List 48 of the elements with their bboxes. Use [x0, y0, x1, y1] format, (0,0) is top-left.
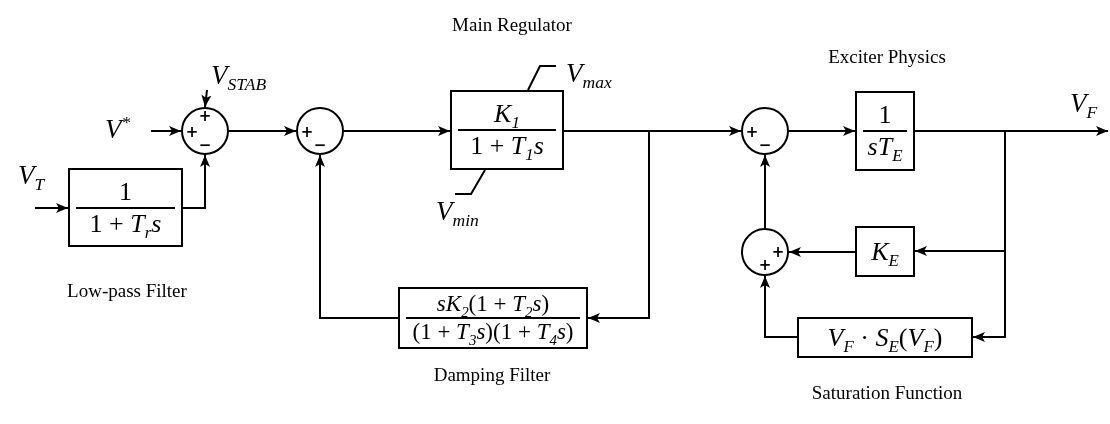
signal-arrow — [788, 247, 856, 257]
sign-label: + — [198, 108, 212, 124]
signal-arrow — [914, 130, 1006, 342]
signal-arrow — [182, 154, 210, 209]
formula: K$_{1}$ — [458, 99, 556, 131]
signal-arrow — [563, 130, 650, 323]
formula: K$_{E}$ — [870, 236, 900, 267]
signal-arrow — [760, 154, 770, 229]
formula: V$_{F}$ · S$_{E}$(V$_{F}$) — [826, 322, 944, 353]
summing-junction — [296, 107, 344, 155]
signal-label: V$^{*}$ — [105, 114, 151, 148]
signal-arrow — [34, 203, 69, 213]
formula: sK$_{2}$(1 + T$_{2}$s) — [406, 290, 580, 319]
formula: 1 + T$_{1}$s — [469, 131, 545, 161]
summing-junction — [741, 228, 789, 276]
sign-label: + — [758, 257, 772, 273]
signal-arrow — [760, 275, 798, 338]
summing-junction — [181, 107, 229, 155]
block-caption: Exciter Physics — [827, 46, 947, 68]
formula: (1 + T$_{3}$s)(1 + T$_{4}$s) — [411, 319, 575, 346]
signal-label: V$_{STAB}$ — [203, 60, 273, 90]
sign-label: + — [771, 244, 785, 260]
limit-label: V$_{max}$ — [566, 58, 612, 89]
summing-junction — [741, 107, 789, 155]
signal-arrow — [201, 89, 212, 108]
block-caption: Damping Filter — [432, 364, 552, 386]
signal-arrow — [788, 126, 856, 136]
block-caption: Low-pass Filter — [66, 280, 188, 302]
formula: 1 — [863, 100, 907, 132]
formula: 1 + T$_{r}$s — [88, 208, 163, 239]
signal-arrow — [150, 126, 182, 136]
formula: sT$_{E}$ — [866, 132, 904, 162]
sign-label: + — [745, 124, 759, 140]
sign-label: − — [758, 137, 772, 153]
sign-label: − — [313, 137, 327, 153]
sign-label: − — [198, 137, 212, 153]
signal-arrow — [228, 126, 297, 136]
edge-label: V$_{F}$ — [1070, 88, 1098, 119]
block-caption: Main Regulator — [451, 14, 573, 36]
block-caption: Saturation Function — [810, 382, 964, 404]
sign-label: + — [185, 124, 199, 140]
signal-label: V$_{T}$ — [18, 160, 58, 208]
signal-arrow — [343, 126, 451, 136]
signal-arrow — [315, 154, 399, 319]
sign-label: + — [300, 124, 314, 140]
gain-block — [855, 226, 915, 277]
limit-label: V$_{min}$ — [436, 196, 479, 227]
formula: 1 — [76, 176, 175, 209]
